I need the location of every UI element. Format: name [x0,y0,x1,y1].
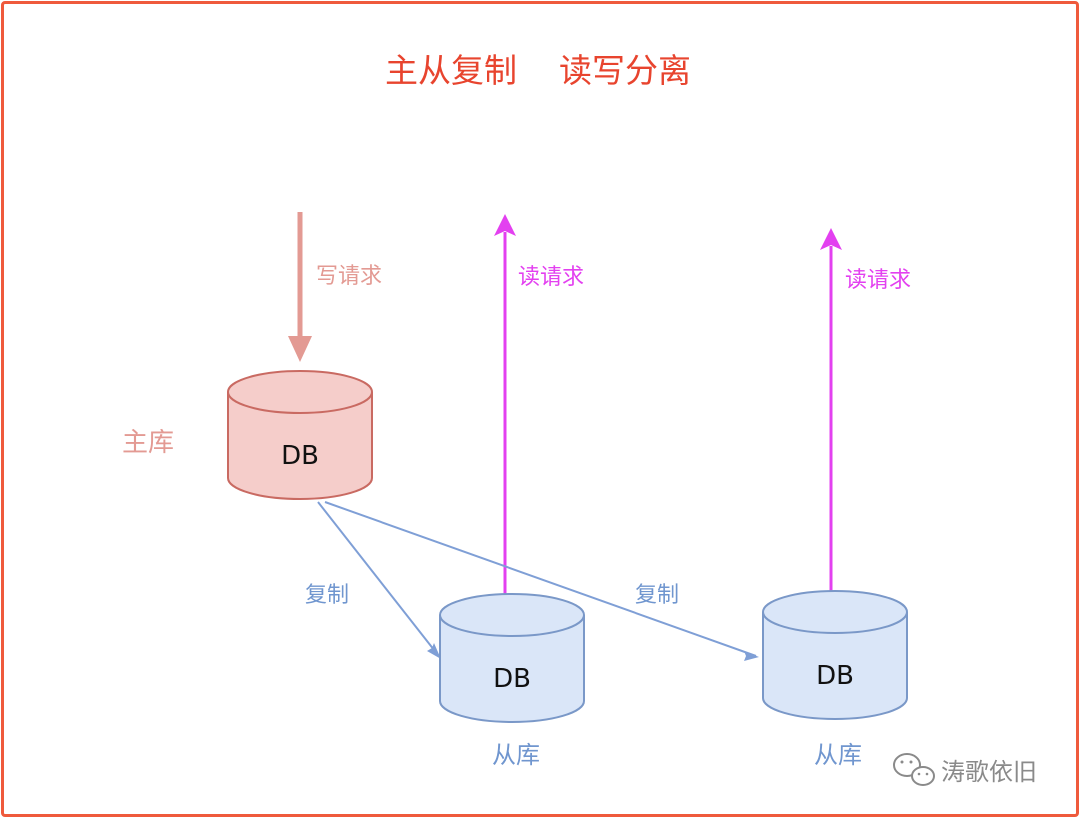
wechat-icon [893,753,935,786]
slave-db-cylinder-2 [762,590,908,720]
write-request-label: 写请求 [316,264,382,289]
replicate-label-1: 复制 [305,583,349,608]
read-request-arrow-1 [494,214,516,595]
master-role-label: 主库 [122,428,174,458]
replicate-arrow-2 [324,501,759,661]
replicate-arrow-1 [317,501,441,659]
read-request-label-2: 读请求 [845,268,911,293]
master-db-label: DB [281,441,319,471]
slave-role-label-2: 从库 [814,741,862,769]
master-db-cylinder [227,370,373,500]
slave-db-label-2: DB [816,661,854,691]
write-request-arrow [288,212,312,362]
slave-role-label-1: 从库 [492,741,540,769]
watermark-text: 涛歌依旧 [941,758,1037,786]
read-request-label-1: 读请求 [518,265,584,290]
replicate-label-2: 复制 [635,583,679,608]
read-request-arrow-2 [820,228,842,592]
slave-db-cylinder-1 [439,593,585,723]
slave-db-label-1: DB [493,664,531,694]
diagram-title: 主从复制 读写分离 [385,51,691,90]
